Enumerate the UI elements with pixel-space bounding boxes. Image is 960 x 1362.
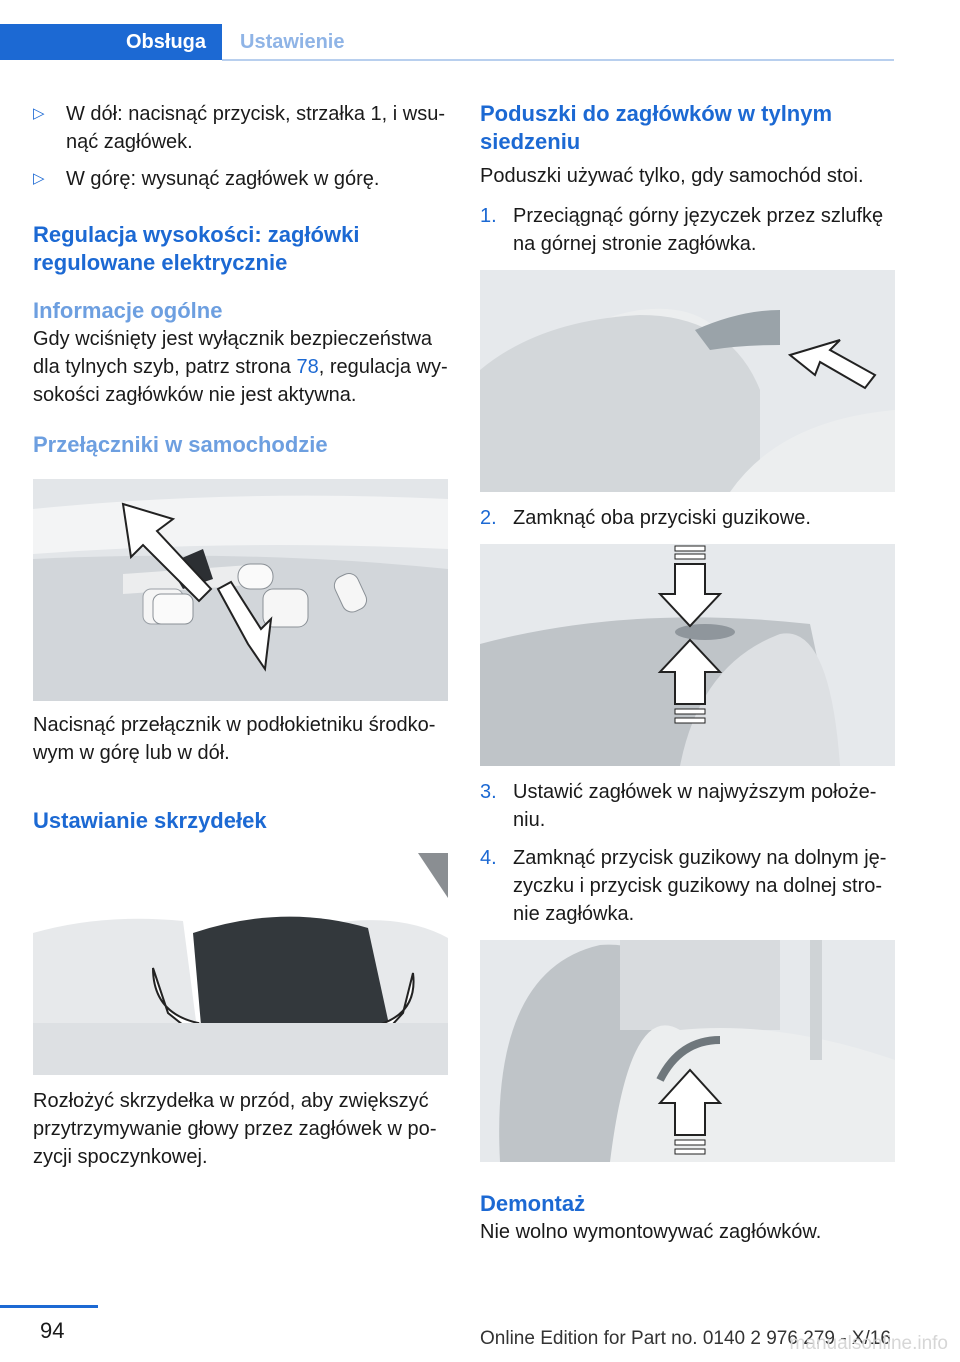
general-info-text: Gdy wciśnięty jest wyłącznik bezpieczeńs…	[33, 328, 448, 406]
cushions-intro: Poduszki używać tylko, gdy samochód stoi…	[480, 165, 864, 187]
list-item: 3. Ustawić zagłówek w najwyższym położe­…	[480, 781, 877, 831]
switch-caption: Nacisnąć przełącznik w podłokietniku śro…	[33, 714, 436, 764]
heading-switches: Przełączniki w samochodzie	[33, 432, 328, 457]
left-column: ▷ W dół: nacisnąć przycisk, strzałka 1, …	[33, 100, 448, 1171]
heading-cushions: Poduszki do zagłówków w tylnym siedzeniu	[480, 101, 833, 154]
triangle-bullet-icon: ▷	[33, 170, 45, 187]
heading-general-info: Informacje ogólne	[33, 298, 223, 323]
heading-removal: Demontaż	[480, 1191, 586, 1216]
heading-wings: Ustawianie skrzydełek	[33, 808, 267, 833]
page-link-78[interactable]: 78	[296, 356, 319, 378]
cushion-lower-illustration	[480, 940, 895, 1162]
list-item: 1. Przeciągnąć górny języczek przez szlu…	[480, 205, 884, 255]
heading-electric-adjustment: Regulacja wysokości: zagłówki regulowane…	[33, 222, 360, 275]
header-tabs: Obsługa Ustawienie	[0, 24, 894, 62]
watermark: manualsonline.info	[789, 1333, 948, 1354]
cushion-buttons-illustration	[480, 544, 895, 766]
right-column: Poduszki do zagłówków w tylnym siedzeniu…	[480, 100, 895, 1246]
list-item: ▷ W górę: wysunąć zagłówek w górę.	[33, 165, 448, 193]
list-item: ▷ W dół: nacisnąć przycisk, strzałka 1, …	[33, 100, 448, 156]
switch-illustration	[33, 479, 448, 701]
list-item: 2. Zamknąć oba przyciski guzikowe.	[480, 507, 811, 529]
list-item: 4. Zamknąć przycisk guzikowy na dolnym j…	[480, 847, 887, 925]
triangle-bullet-icon: ▷	[33, 105, 45, 122]
wings-caption: Rozłożyć skrzydełka w przód, aby zwiększ…	[33, 1090, 437, 1168]
wings-illustration	[33, 853, 448, 1075]
tab-ustawienie[interactable]: Ustawienie	[240, 31, 345, 53]
page-number: 94	[40, 1318, 65, 1343]
tab-obsluga[interactable]: Obsługa	[0, 24, 222, 60]
edition-text: Online Edition for Part no. 0140 2 976 2…	[480, 1328, 891, 1349]
cushion-tongue-illustration	[480, 270, 895, 492]
header-divider	[222, 59, 894, 61]
removal-text: Nie wolno wymontowywać zagłówków.	[480, 1221, 822, 1243]
page-number-rule	[0, 1305, 98, 1308]
